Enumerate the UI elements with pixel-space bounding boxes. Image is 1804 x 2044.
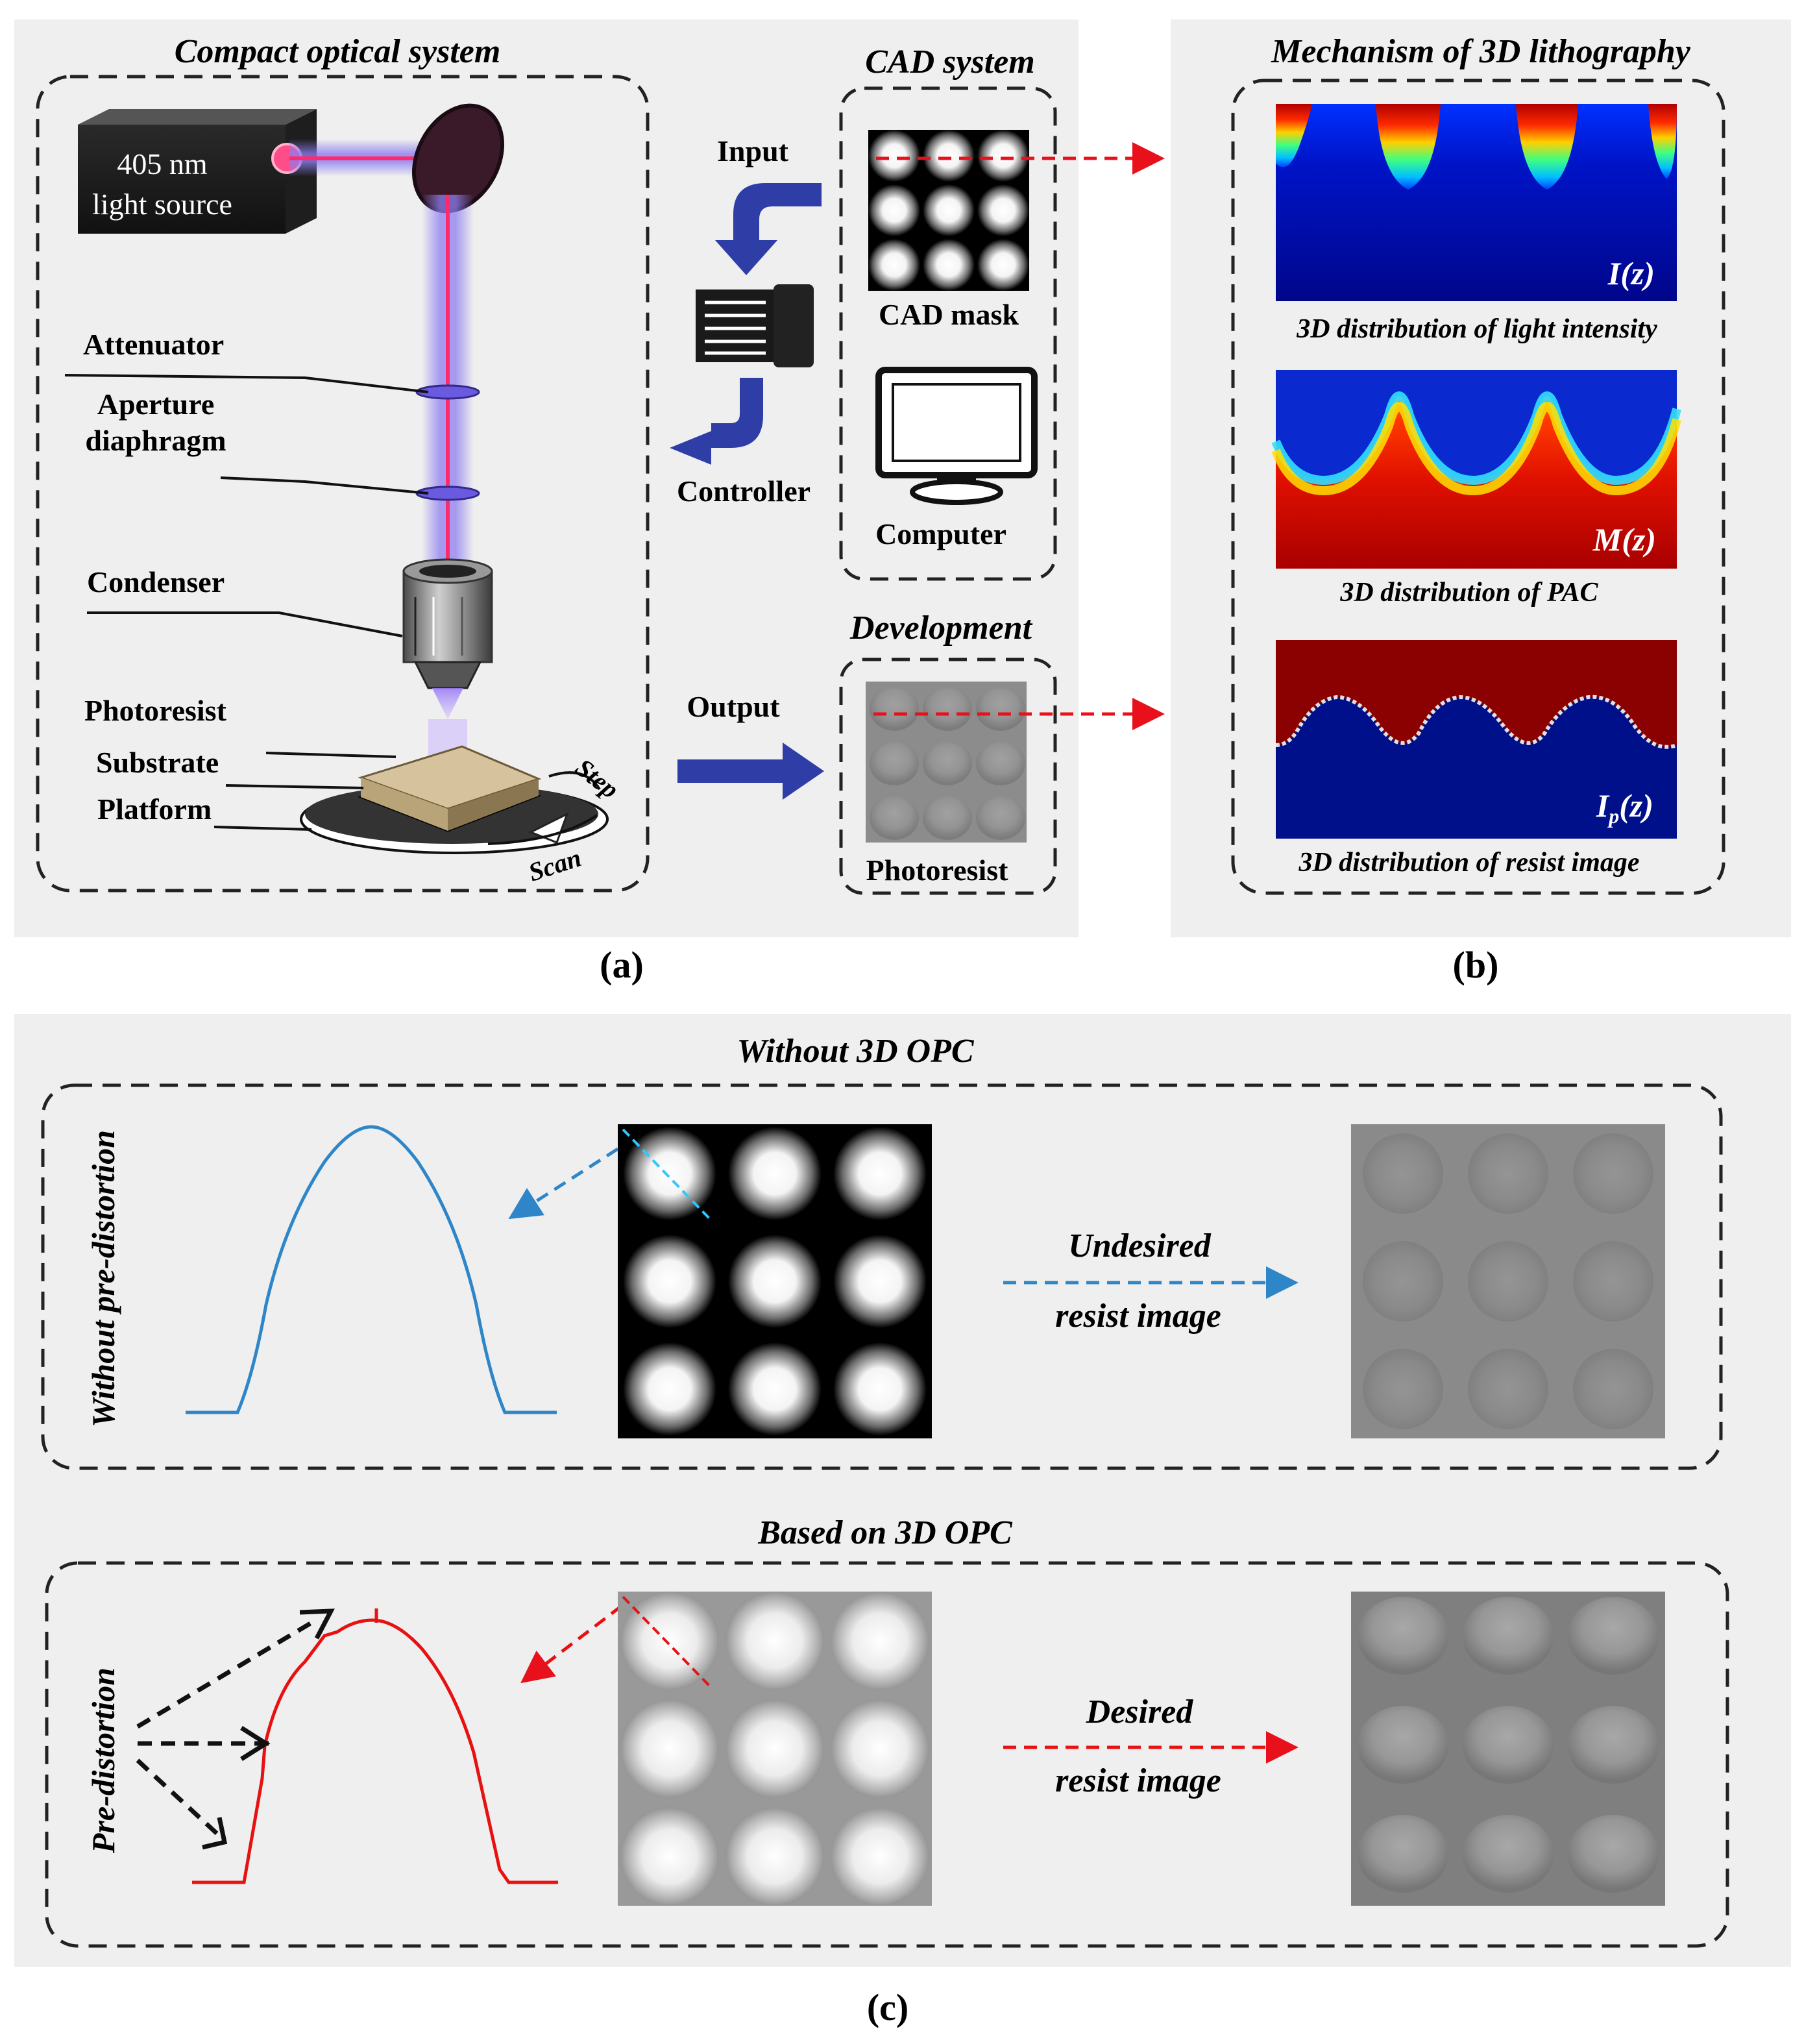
- undesired-label-line2: resist image: [1055, 1298, 1221, 1335]
- pac-wave: [1276, 370, 1677, 480]
- mechanism-frame: [1231, 79, 1725, 895]
- original-mask-dots: [622, 1127, 927, 1436]
- undistorted-profile-curve: [186, 1125, 557, 1414]
- resist-image-caption: 3D distribution of resist image: [1298, 848, 1639, 878]
- pre-distortion-arrowheads: [202, 1608, 335, 1850]
- without-opc-frame: [41, 1083, 1723, 1470]
- pre-distorted-mask-dots: [620, 1592, 929, 1906]
- cad-mask-label: CAD mask: [879, 298, 1019, 331]
- panel-c: Without 3D OPC Without pre-distortion Un…: [41, 1033, 1729, 2028]
- intensity-label: I(z): [1607, 255, 1655, 291]
- output-arrow: [677, 743, 824, 800]
- step-arrow: [548, 771, 601, 791]
- substrate-leader: [225, 784, 364, 789]
- intensity-caption: 3D distribution of light intensity: [1296, 314, 1657, 344]
- compact-optical-system-frame: [36, 75, 650, 893]
- scan-arrow: [487, 814, 598, 845]
- controller-camera-icon: [696, 284, 814, 367]
- pre-distorted-profile-curve: [192, 1618, 558, 1884]
- input-arrow: [715, 183, 822, 275]
- compact-optical-system-title: Compact optical system: [175, 33, 501, 70]
- resist-image-label: Ip(z): [1596, 787, 1653, 828]
- input-label: Input: [717, 134, 789, 167]
- condenser-label: Condenser: [87, 565, 225, 598]
- undesired-resist-texture: [1363, 1133, 1653, 1429]
- cad-system-title: CAD system: [865, 43, 1034, 80]
- platform-stage: [300, 745, 609, 854]
- light-source-wavelength: 405 nm: [117, 147, 208, 180]
- panel-a-label: (a): [600, 944, 644, 986]
- undesired-label-line1: Undesired: [1068, 1227, 1212, 1264]
- condenser-lens: [402, 558, 493, 689]
- intensity-lobes: [1276, 104, 1677, 190]
- pac-label: M(z): [1592, 521, 1656, 558]
- desired-resist-texture: [1358, 1597, 1659, 1893]
- aperture-label-line1: Aperture: [97, 388, 215, 421]
- aperture-leader: [220, 476, 429, 495]
- controller-label: Controller: [677, 474, 811, 508]
- pre-distortion-arrows: [136, 1616, 319, 1839]
- aperture-label-line2: diaphragm: [85, 424, 226, 457]
- based-opc-frame: [45, 1561, 1729, 1948]
- mechanism-title: Mechanism of 3D lithography: [1271, 33, 1691, 70]
- attenuator-label: Attenuator: [83, 328, 224, 361]
- platform-label: Platform: [97, 793, 212, 826]
- development-photoresist-label: Photoresist: [866, 854, 1009, 887]
- attenuator-leader: [64, 374, 429, 393]
- computer-label: Computer: [875, 517, 1006, 550]
- attenuator-disc: [415, 384, 480, 400]
- development-photoresist-texture: [870, 687, 1025, 840]
- condenser-leader: [87, 611, 403, 637]
- focus-cone: [432, 688, 463, 719]
- cad-mask-dots: [868, 130, 1029, 291]
- intensity-map: [1276, 104, 1677, 301]
- photoresist-leader: [265, 752, 396, 758]
- computer-icon: [875, 367, 1038, 505]
- without-pre-distortion-label: Without pre-distortion: [85, 1130, 121, 1427]
- panel-a: Compact optical system 405 nm light sour…: [36, 33, 1165, 986]
- panel-c-label: (c): [867, 1986, 908, 2028]
- panel-b: Mechanism of 3D lithography I(z) 3D dist…: [1231, 33, 1725, 986]
- development-frame: [839, 658, 1057, 895]
- output-label: Output: [687, 690, 780, 723]
- light-source-label: light source: [92, 188, 232, 221]
- controller-arrow: [670, 378, 763, 465]
- without-opc-title: Without 3D OPC: [737, 1033, 974, 1070]
- based-opc-title: Based on 3D OPC: [757, 1514, 1013, 1551]
- panel-b-label: (b): [1453, 944, 1499, 986]
- platform-leader: [213, 826, 312, 831]
- desired-label-line1: Desired: [1086, 1693, 1194, 1730]
- desired-label-line2: resist image: [1055, 1762, 1221, 1799]
- light-source-box: 405 nm light source: [78, 109, 317, 234]
- photoresist-label: Photoresist: [84, 694, 227, 727]
- resist-image-wave: [1276, 640, 1677, 747]
- substrate-label: Substrate: [96, 746, 219, 779]
- pre-distortion-label: Pre-distortion: [85, 1668, 121, 1854]
- pac-caption: 3D distribution of PAC: [1339, 578, 1598, 608]
- development-title: Development: [849, 610, 1033, 646]
